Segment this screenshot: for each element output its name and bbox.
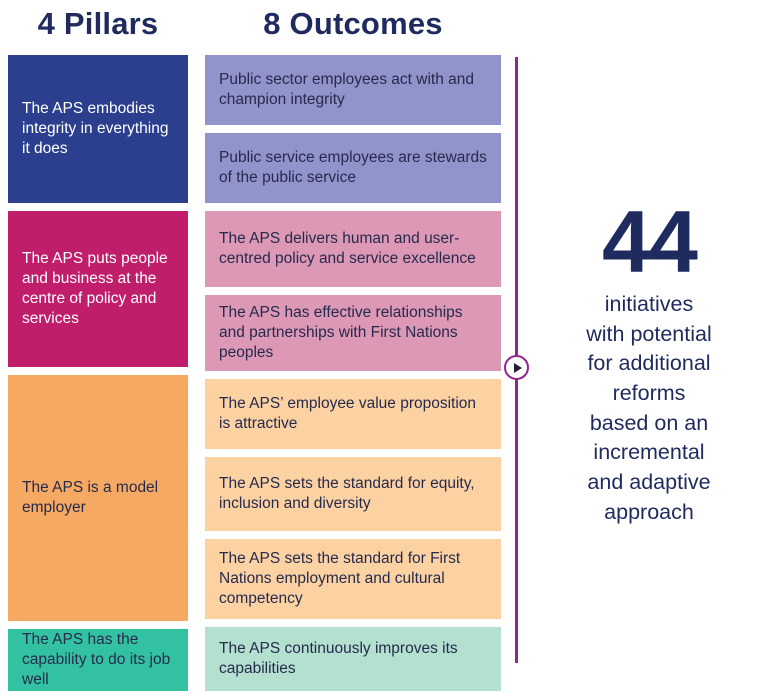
- outcome-box-employee-value: The APS’ employee value proposition is a…: [205, 379, 501, 449]
- outcome-box-improves-capabilities: The APS continuously improves its capabi…: [205, 627, 501, 691]
- summary-block: 44 initiatives with potential for additi…: [535, 198, 763, 527]
- pillar-text: The APS embodies integrity in everything…: [22, 99, 169, 158]
- pillar-box-integrity: The APS embodies integrity in everything…: [8, 55, 188, 203]
- play-arrow-icon: [504, 355, 529, 380]
- pillar-text: The APS is a model employer: [22, 478, 159, 516]
- outcome-text: The APS continuously improves its capabi…: [219, 639, 458, 677]
- outcome-box-equity-inclusion: The APS sets the standard for equity, in…: [205, 457, 501, 531]
- pillar-box-capability: The APS has the capability to do its job…: [8, 629, 188, 691]
- outcome-box-champion-integrity: Public sector employees act with and cha…: [205, 55, 501, 125]
- outcome-text: The APS delivers human and user-centred …: [219, 229, 476, 267]
- outcomes-column: Public sector employees act with and cha…: [205, 55, 501, 691]
- pillar-text: The APS has the capability to do its job…: [22, 630, 171, 689]
- outcome-box-user-centred: The APS delivers human and user-centred …: [205, 211, 501, 287]
- pillar-box-model-employer: The APS is a model employer: [8, 375, 188, 621]
- outcome-text: Public service employees are stewards of…: [219, 148, 487, 186]
- outcome-text: The APS’ employee value proposition is a…: [219, 394, 477, 432]
- outcome-text: The APS sets the standard for First Nati…: [219, 549, 461, 608]
- pillars-heading: 4 Pillars: [37, 6, 159, 41]
- outcome-box-first-nations-employment: The APS sets the standard for First Nati…: [205, 539, 501, 619]
- outcomes-heading: 8 Outcomes: [263, 6, 443, 41]
- outcome-box-stewards: Public service employees are stewards of…: [205, 133, 501, 203]
- pillar-box-people-business: The APS puts people and business at the …: [8, 211, 188, 367]
- pillars-column: The APS embodies integrity in everything…: [8, 55, 188, 691]
- summary-text: initiatives with potential for additiona…: [586, 292, 712, 524]
- outcome-box-first-nations-partnerships: The APS has effective relationships and …: [205, 295, 501, 371]
- outcome-text: The APS sets the standard for equity, in…: [219, 474, 475, 512]
- outcome-text: Public sector employees act with and cha…: [219, 70, 475, 108]
- initiatives-count: 44: [602, 192, 698, 291]
- pillar-text: The APS puts people and business at the …: [22, 249, 168, 328]
- outcome-text: The APS has effective relationships and …: [219, 303, 463, 362]
- arrow-triangle-icon: [513, 362, 522, 373]
